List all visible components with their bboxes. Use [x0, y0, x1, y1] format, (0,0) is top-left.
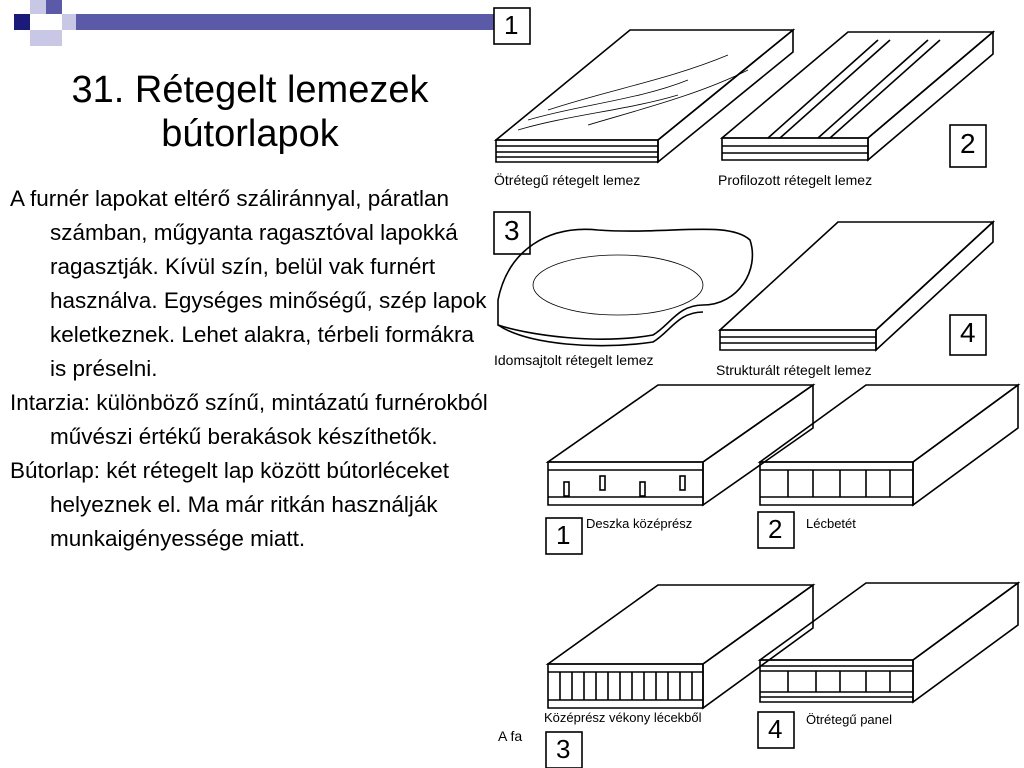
panel4-top	[717, 221, 996, 331]
panel-number: 2	[768, 514, 783, 544]
board1-top	[545, 384, 816, 463]
panel2-top	[719, 31, 996, 139]
number-box	[493, 7, 531, 45]
deco-square	[46, 0, 62, 14]
panel1-side	[657, 28, 794, 164]
number-box	[493, 211, 531, 255]
panel-number: 2	[960, 128, 976, 159]
panel-caption: Középrész vékony lécekből	[544, 710, 702, 725]
board1-side	[702, 383, 814, 507]
panel-number: 3	[556, 734, 571, 764]
panel-number: 4	[960, 317, 976, 348]
slide-title-line1: 31. Rétegelt lemezek	[71, 69, 429, 111]
panel-caption: Strukturált rétegelt lemez	[716, 362, 872, 378]
panel-number: 1	[504, 10, 519, 40]
board4-side	[912, 581, 1019, 704]
deco-bar	[76, 14, 494, 30]
deco-square	[14, 14, 30, 30]
plywood-figure: 1 2 3 4 1 2 3 4 Ötrétegű rétegelt lemez …	[488, 0, 1024, 768]
panel-caption: Ötrétegű panel	[806, 712, 893, 727]
number-box	[545, 517, 583, 555]
board2-top	[757, 384, 1021, 463]
panel-caption: Profilozott rétegelt lemez	[718, 172, 873, 188]
decorative-header	[0, 0, 500, 50]
slide-title-line2: bútorlapok	[161, 113, 339, 155]
panel-caption: Deszka középrész	[586, 516, 693, 531]
paragraph: A furnér lapokat eltérő száliránnyal, pá…	[10, 186, 487, 381]
panel-number: 1	[556, 520, 571, 550]
paragraph: Intarzia: különböző színű, mintázatú fur…	[10, 390, 488, 449]
plywood-illustration	[493, 7, 1021, 768]
number-box	[757, 511, 795, 549]
panel2-front	[721, 137, 869, 161]
panel-caption: Lécbetét	[806, 516, 856, 531]
paragraph: Bútorlap: két rétegelt lap között bútorl…	[10, 458, 450, 551]
panel1-top	[493, 29, 796, 141]
panel-number: 4	[768, 714, 783, 744]
board3-side	[702, 583, 814, 710]
number-box	[757, 711, 795, 749]
panel-number: 3	[504, 215, 520, 246]
panel1-front	[495, 139, 659, 163]
board2-side	[912, 383, 1019, 507]
deco-square	[30, 0, 46, 14]
number-box	[949, 314, 987, 356]
deco-square	[62, 14, 76, 30]
panel-caption: Idomsajtolt rétegelt lemez	[494, 352, 654, 368]
slide-title: 31. Rétegelt lemezek bútorlapok	[0, 68, 500, 156]
board3-top	[545, 584, 816, 665]
slide-body: A furnér lapokat eltérő száliránnyal, pá…	[10, 182, 490, 556]
panel4-front	[719, 329, 877, 351]
panel-caption: Ötrétegű rétegelt lemez	[494, 172, 641, 188]
deco-square	[46, 30, 62, 46]
number-box	[545, 731, 583, 768]
number-box	[949, 124, 987, 168]
footer-text: A fa	[498, 728, 523, 744]
deco-square	[30, 30, 46, 46]
panel3-molded	[497, 228, 754, 340]
